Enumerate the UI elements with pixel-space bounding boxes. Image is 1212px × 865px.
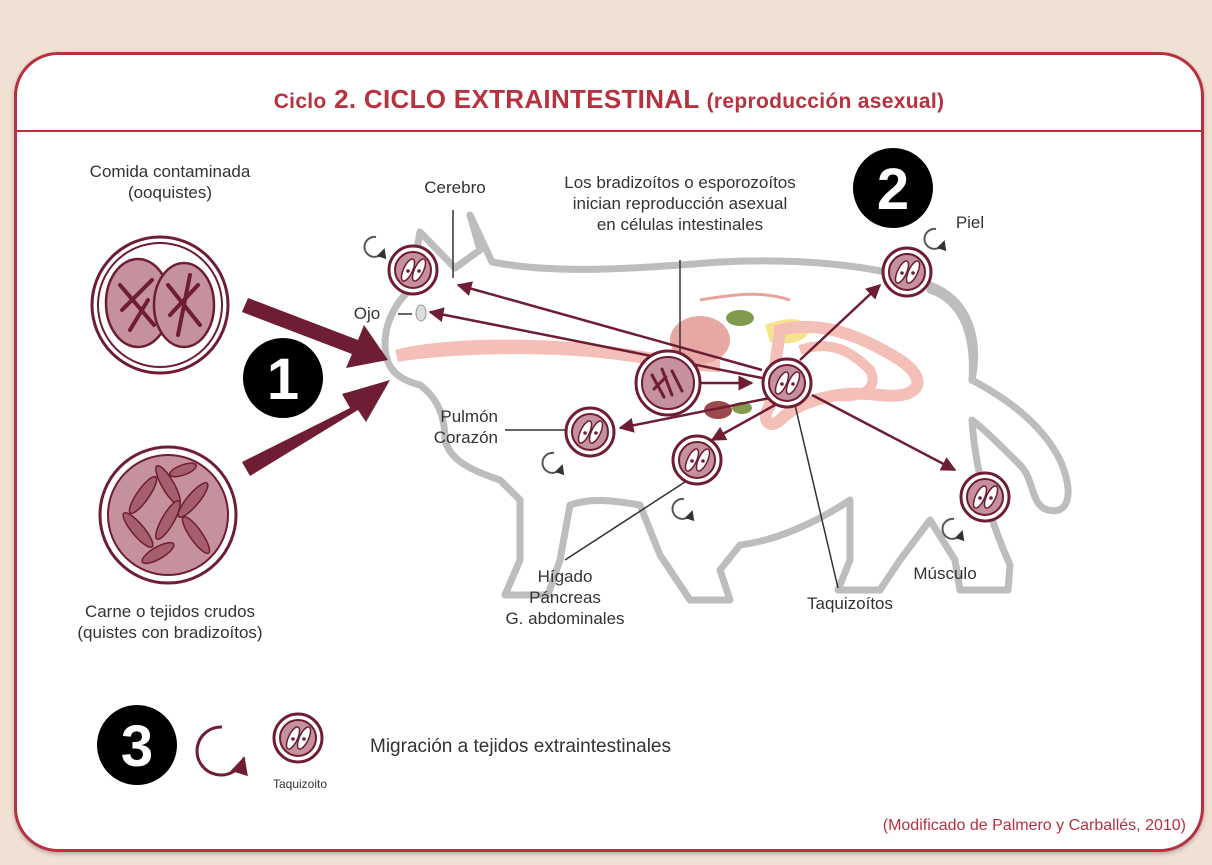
source-food-label: Comida contaminada (ooquistes) (89, 162, 251, 202)
leader-lines (398, 210, 839, 589)
title-bar: Ciclo 2. CICLO EXTRAINTESTINAL (reproduc… (14, 52, 1204, 132)
page-title: Ciclo 2. CICLO EXTRAINTESTINAL (reproduc… (14, 84, 1204, 115)
title-prefix: Ciclo (273, 90, 327, 113)
loop-arrow-icon (672, 499, 692, 519)
cat-silhouette (381, 211, 1072, 604)
step-badge-1: 1 (243, 338, 323, 418)
title-suffix: (reproducción asexual) (706, 90, 945, 113)
tachyzoite-center (761, 357, 813, 409)
tachyzoite-muscle (959, 471, 1011, 523)
svg-text:3: 3 (121, 714, 153, 779)
label-intestinal: Los bradizoítos o esporozoítos inician r… (564, 173, 796, 234)
source-credit: (Modificado de Palmero y Carballés, 2010… (882, 817, 1186, 834)
label-cerebro: Cerebro (424, 178, 486, 197)
tachyzoite-brain (387, 244, 439, 296)
loop-arrow-icon (942, 519, 962, 539)
intestinal-cell-icon (634, 349, 702, 417)
cat-organs (395, 292, 924, 430)
svg-text:1: 1 (267, 347, 299, 412)
step-badge-2: 2 (853, 148, 933, 228)
eye-marker (415, 304, 427, 322)
label-higado: Hígado Páncreas G. abdominales (505, 567, 625, 628)
label-musculo: Músculo (913, 564, 977, 583)
tachyzoite-liver (671, 434, 723, 486)
tachyzoite-lung (564, 406, 616, 458)
arrow-food (242, 298, 388, 368)
tachyzoite-skin (881, 246, 933, 298)
title-main: 2. CICLO EXTRAINTESTINAL (334, 84, 700, 114)
loop-arrow-icon (542, 453, 562, 473)
legend-icon-label: Taquizoito (272, 777, 328, 791)
entry-arrows (242, 298, 390, 476)
arrow-meat (242, 380, 390, 476)
oocyst-icon (90, 235, 230, 375)
tissue-cyst-icon (98, 445, 238, 585)
label-piel: Piel (955, 213, 985, 232)
source-meat-label: Carne o tejidos crudos (quistes con brad… (77, 602, 263, 642)
svg-text:2: 2 (877, 157, 909, 222)
label-ojo: Ojo (353, 304, 381, 323)
legend-text: Migración a tejidos extraintestinales (370, 736, 671, 757)
loop-arrow-icon (364, 237, 384, 257)
label-taquizoitos: Taquizoítos (807, 594, 893, 613)
legend-loop-icon (195, 725, 248, 777)
label-pulmon-corazon: Pulmón Corazón (433, 407, 498, 447)
migration-arrows (428, 281, 957, 472)
step-badge-3: 3 (97, 705, 177, 785)
legend-tachyzoite-icon (272, 712, 324, 764)
